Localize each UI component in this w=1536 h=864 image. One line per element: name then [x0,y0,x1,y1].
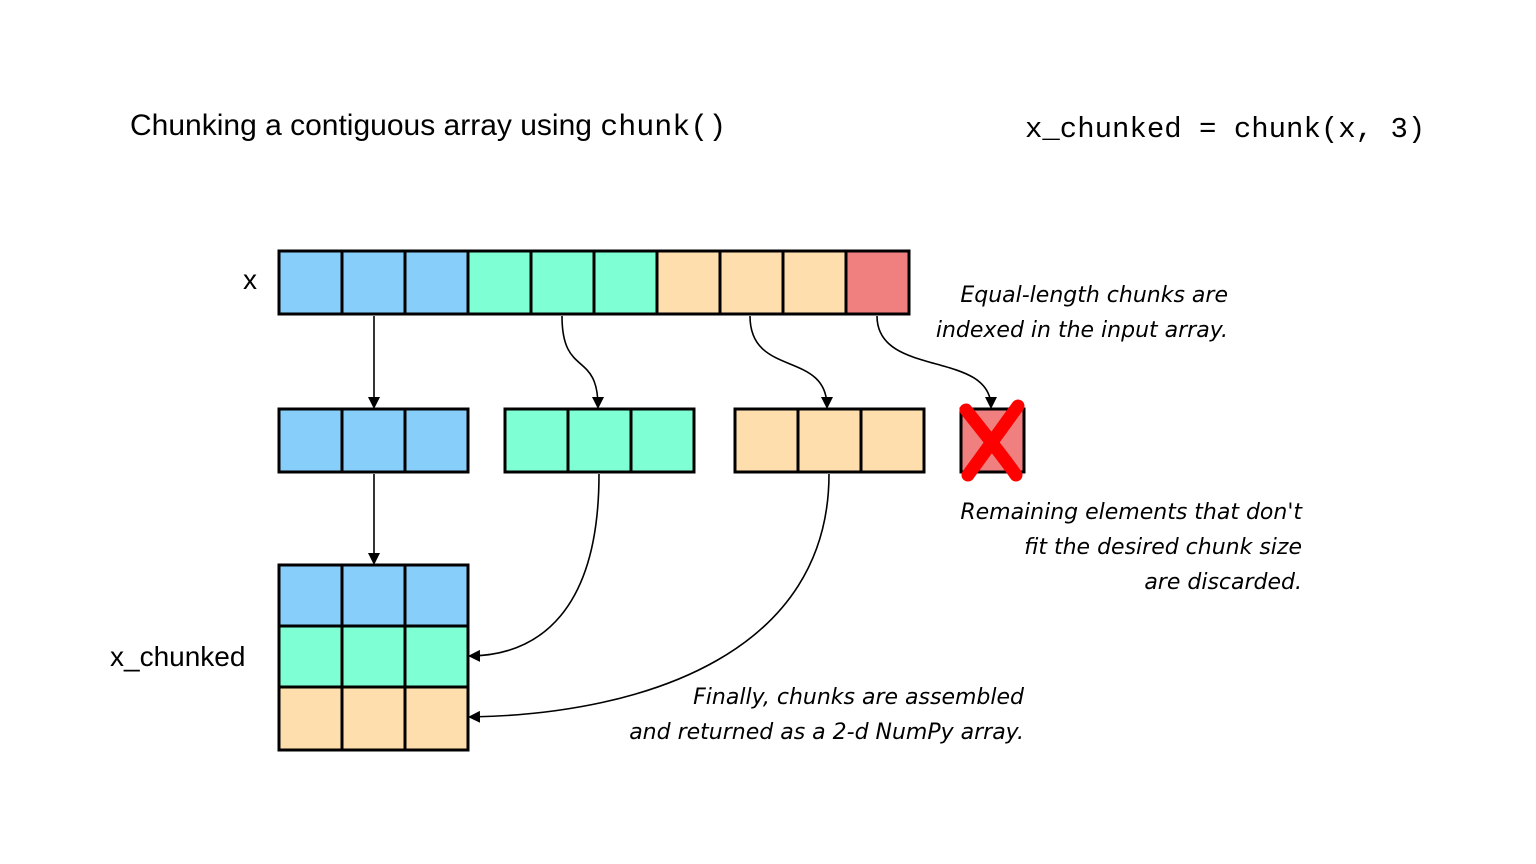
matrix-cell [340,624,407,691]
arrow-row-2 [468,473,600,662]
title-prefix: Chunking a contiguous array using [130,109,600,142]
arrow-remainder [876,315,997,409]
diagram-title: Chunking a contiguous array using chunk(… [130,109,726,145]
matrix-cell [340,685,407,752]
input-cell [340,249,407,316]
matrix-cell [340,563,407,630]
matrix-cell [277,563,344,630]
input-cell [529,249,596,316]
matrix-cell [403,563,470,630]
arrow-chunk-2 [561,315,604,409]
annotation-discarded-line-3: are discarded. [1144,570,1302,595]
input-cell [592,249,659,316]
discard-x-icon [959,399,1025,482]
chunk-cell [503,407,570,474]
chunk-cell [733,407,800,474]
chunk-row [277,407,926,474]
code-line: x_chunked = chunk(x, 3) [1025,113,1425,146]
annotation-discarded: Remaining elements that don't fit the de… [960,500,1303,595]
annotation-indexed-line-1: Equal-length chunks are [960,283,1228,308]
arrow-row-3 [468,473,830,723]
matrix-cell [277,624,344,691]
arrow-chunk-3 [749,315,833,409]
arrows [368,315,997,723]
annotation-discarded-line-2: fit the desired chunk size [1024,535,1302,560]
title-code: chunk() [600,111,726,145]
output-array-label: x_chunked [110,641,245,672]
input-cell [781,249,848,316]
input-cell [403,249,470,316]
annotation-assembled-line-2: and returned as a 2-d NumPy array. [629,720,1024,745]
annotation-assembled: Finally, chunks are assembled and return… [629,685,1025,745]
chunk-cell [859,407,926,474]
annotation-assembled-line-1: Finally, chunks are assembled [693,685,1025,710]
input-array [277,249,911,316]
chunk-cell [629,407,696,474]
input-cell [466,249,533,316]
chunk-cell [566,407,633,474]
matrix-cell [403,685,470,752]
input-cell [277,249,344,316]
chunk-cell [277,407,344,474]
discarded-element [959,399,1026,482]
annotation-indexed-line-2: indexed in the input array. [936,318,1228,343]
input-cell [844,249,911,316]
input-cell [718,249,785,316]
input-cell [655,249,722,316]
chunk-cell [796,407,863,474]
chunk-cell [403,407,470,474]
input-array-label: x [243,264,257,295]
matrix-cell [403,624,470,691]
matrix-cell [277,685,344,752]
annotation-indexed: Equal-length chunks are indexed in the i… [936,283,1228,343]
output-matrix [277,563,470,752]
annotation-discarded-line-1: Remaining elements that don't [960,500,1303,525]
chunk-cell [340,407,407,474]
